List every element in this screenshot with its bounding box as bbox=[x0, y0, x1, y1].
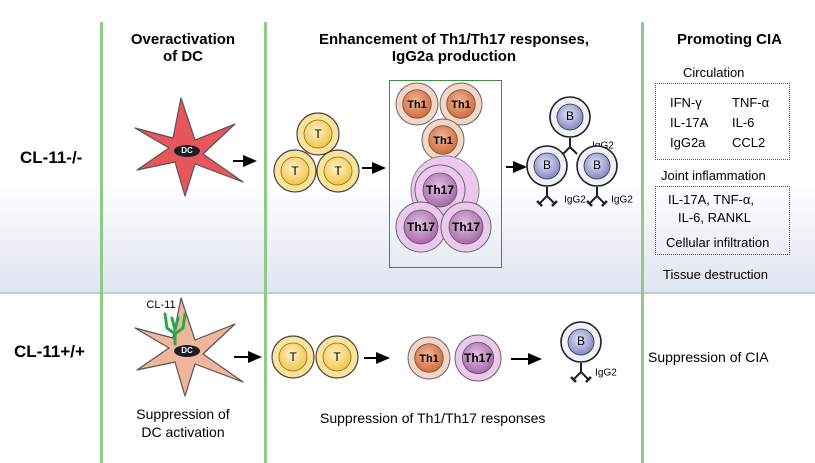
dc-label: DC bbox=[181, 146, 193, 155]
igg2-label: IgG2 bbox=[592, 141, 614, 152]
cl11-molecule-icon bbox=[170, 316, 180, 331]
th17-cell-nucleus bbox=[448, 209, 484, 245]
th17-cell-label: Th17 bbox=[464, 351, 492, 365]
th1-cell-nucleus bbox=[446, 89, 476, 119]
header-promoting-cia: Promoting CIA bbox=[677, 31, 782, 48]
th17-cell-nucleus bbox=[422, 172, 458, 208]
dc-nucleus bbox=[174, 345, 200, 357]
antibody-icon bbox=[562, 138, 578, 155]
th1-cell-label: Th1 bbox=[419, 353, 439, 365]
joint-cytokines-2: IL-6, RANKL bbox=[678, 210, 751, 225]
b-cell-label: B bbox=[543, 158, 551, 172]
circulation-item: IL-17A bbox=[670, 115, 709, 130]
antibody-icon bbox=[586, 200, 608, 207]
th1-cell-label: Th1 bbox=[451, 99, 471, 111]
dc-label: DC bbox=[181, 346, 193, 355]
th17-cell-nucleus bbox=[403, 209, 439, 245]
circulation-item: IL-6 bbox=[732, 115, 755, 130]
circulation-item: IgG2a bbox=[670, 135, 706, 150]
b-cell-label: B bbox=[577, 334, 585, 348]
t-cell-nucleus bbox=[278, 342, 308, 372]
th17-cell-label: Th17 bbox=[407, 220, 435, 234]
antibody-icon bbox=[573, 363, 589, 380]
th17-cell-label: Th17 bbox=[426, 183, 454, 197]
igg2-label: IgG2 bbox=[595, 368, 617, 379]
b-cell-nucleus bbox=[567, 328, 595, 356]
cl11-molecule-icon bbox=[163, 312, 187, 346]
th1-cell-label: Th1 bbox=[433, 135, 453, 147]
circulation-item: IFN-γ bbox=[670, 95, 702, 110]
row-separator bbox=[0, 292, 815, 294]
th17-cell-label: Th17 bbox=[452, 220, 480, 234]
th1-cell-nucleus bbox=[414, 343, 444, 373]
circulation-title: Circulation bbox=[683, 65, 745, 80]
suppression-of-cia: Suppression of CIA bbox=[648, 349, 769, 365]
b-cell-nucleus bbox=[583, 152, 611, 180]
t-cell-label: T bbox=[289, 350, 297, 364]
th1-cell-label: Th1 bbox=[407, 99, 427, 111]
b-cell-nucleus bbox=[533, 152, 561, 180]
t-cell-label: T bbox=[333, 350, 341, 364]
dc-nucleus bbox=[174, 145, 200, 157]
t-cell-label: T bbox=[291, 164, 299, 178]
b-cell-label: B bbox=[566, 109, 574, 123]
igg2-label: IgG2 bbox=[611, 195, 633, 206]
row-label-wildtype: CL-11+/+ bbox=[14, 342, 85, 361]
joint-inflammation-title: Joint inflammation bbox=[661, 168, 766, 183]
circulation-item: TNF-α bbox=[732, 95, 770, 110]
joint-inflammation-box bbox=[655, 186, 790, 255]
t-cell-nucleus bbox=[322, 342, 352, 372]
circulation-box bbox=[655, 83, 790, 160]
tissue-destruction: Tissue destruction bbox=[663, 267, 769, 282]
th17-cell-nucleus bbox=[461, 341, 495, 375]
column-divider bbox=[264, 22, 267, 463]
t-cell-nucleus bbox=[323, 156, 353, 186]
t-cell-label: T bbox=[314, 127, 322, 141]
circulation-item: CCL2 bbox=[732, 135, 766, 150]
th-cell-box bbox=[389, 80, 502, 268]
th1-cell-nucleus bbox=[428, 125, 458, 155]
cl11-label: CL-11 bbox=[146, 299, 175, 311]
t-cell-label: T bbox=[334, 164, 342, 178]
column-divider bbox=[100, 22, 103, 463]
circulation-left-list: IFN-γ IL-17A IgG2a bbox=[670, 93, 708, 153]
t-cell-nucleus bbox=[303, 119, 333, 149]
t-cell-nucleus bbox=[280, 156, 310, 186]
antibody-icon bbox=[536, 200, 558, 207]
antibody-icon bbox=[539, 187, 555, 204]
th1-cell-nucleus bbox=[402, 89, 432, 119]
b-cell-label: B bbox=[593, 158, 601, 172]
row-label-knockout: CL-11-/- bbox=[20, 148, 83, 167]
antibody-icon bbox=[589, 187, 605, 204]
suppression-th-responses: Suppression of Th1/Th17 responses bbox=[320, 410, 546, 426]
column-divider bbox=[641, 22, 644, 463]
b-cell-nucleus bbox=[556, 103, 584, 131]
circulation-right-list: TNF-α IL-6 CCL2 bbox=[732, 93, 769, 153]
igg2-label: IgG2 bbox=[564, 195, 586, 206]
joint-cytokines-1: IL-17A, TNF-α, bbox=[668, 192, 755, 207]
header-enhancement: Enhancement of Th1/Th17 responses,IgG2a … bbox=[318, 31, 590, 65]
cellular-infiltration: Cellular infiltration bbox=[666, 235, 770, 250]
antibody-icon bbox=[570, 376, 592, 383]
